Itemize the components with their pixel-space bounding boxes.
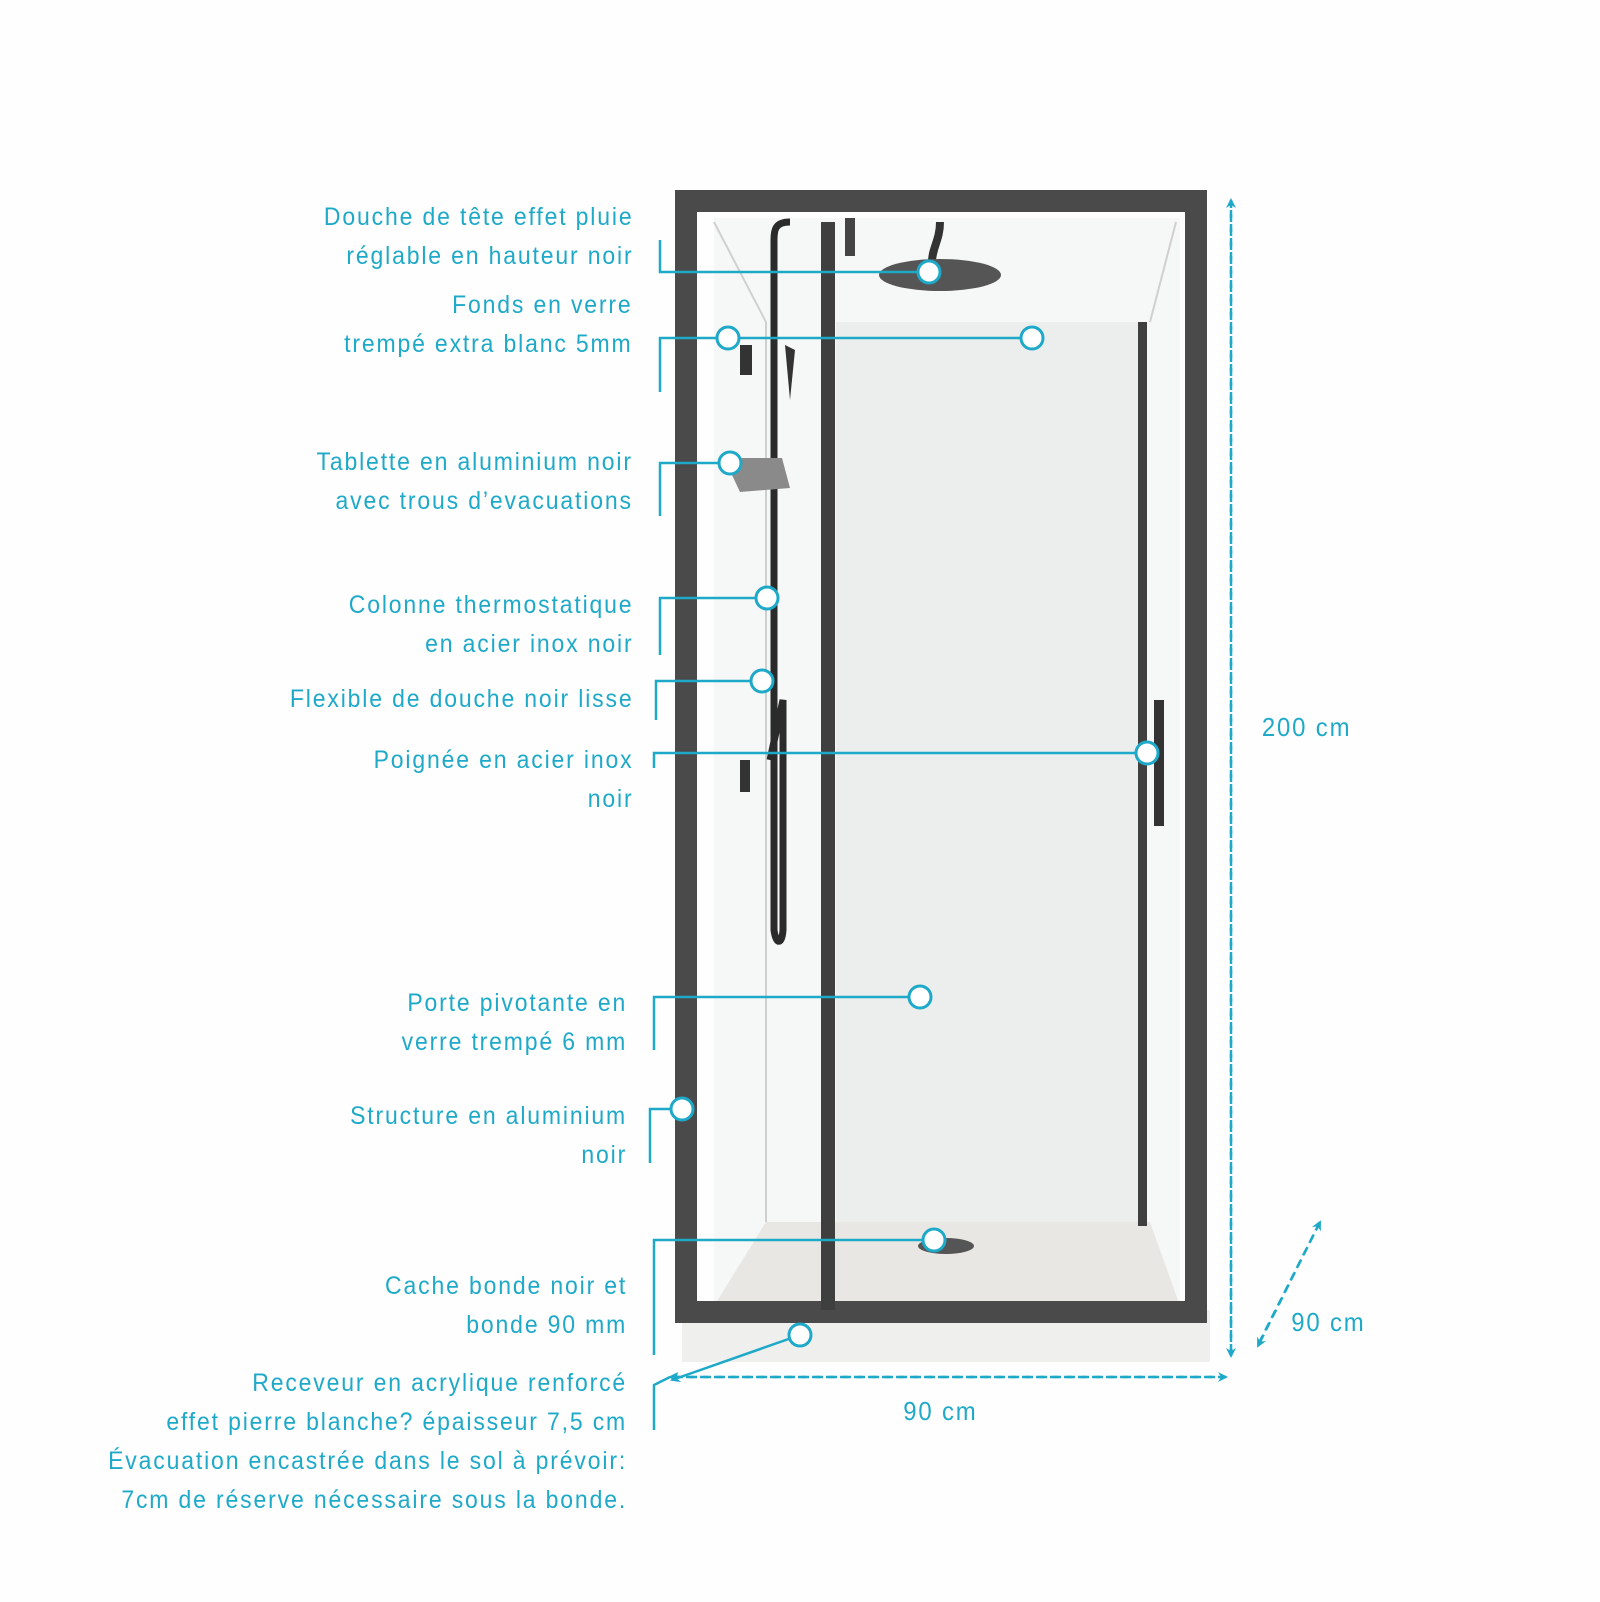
leader-lines: [648, 240, 1147, 1430]
label-line: Flexible de douche noir lisse: [289, 685, 633, 713]
label-line: réglable en hauteur noir: [345, 242, 633, 270]
label-line: Structure en aluminium: [350, 1102, 627, 1130]
depth-dimension: 90 cm: [1291, 1307, 1366, 1337]
label-line: avec trous d’evacuations: [335, 487, 633, 515]
label-pivot-door: Porte pivotante en verre trempé 6 mm: [401, 984, 627, 1062]
label-line: Fonds en verre: [452, 291, 633, 319]
shower-column: [766, 218, 791, 945]
label-glass-panels: Fonds en verre trempé extra blanc 5mm: [345, 286, 633, 364]
tray-floor: [714, 1222, 1180, 1306]
label-rain-shower-head: Douche de tête effet pluie réglable en ha…: [323, 198, 633, 276]
dimension-arrows: [668, 198, 1322, 1382]
label-line: Receveur en acrylique renforcé: [252, 1369, 627, 1397]
label-line: bonde 90 mm: [466, 1311, 627, 1339]
height-dimension: 200 cm: [1261, 712, 1352, 742]
shower-cabin: [675, 190, 1210, 1362]
hand-shower: [785, 345, 795, 400]
door-profile: [821, 222, 835, 1310]
label-line: Poignée en acier inox: [373, 746, 633, 774]
aluminium-frame: [675, 190, 1207, 1323]
label-line: noir: [587, 785, 633, 813]
label-line: Porte pivotante en: [407, 989, 627, 1017]
label-shower-tray: Receveur en acrylique renforcé effet pier…: [108, 1364, 627, 1520]
label-handle: Poignée en acier inox noir: [373, 741, 633, 819]
label-line: Cache bonde noir et: [384, 1272, 627, 1300]
label-line: en acier inox noir: [424, 630, 633, 658]
width-dimension: 90 cm: [903, 1396, 978, 1426]
label-line: Évacuation encastrée dans le sol à prévo…: [108, 1447, 627, 1475]
label-line: Douche de tête effet pluie: [323, 203, 633, 231]
label-line: noir: [581, 1141, 627, 1169]
label-drain-cover: Cache bonde noir et bonde 90 mm: [385, 1267, 627, 1345]
label-line: verre trempé 6 mm: [401, 1028, 627, 1056]
label-line: trempé extra blanc 5mm: [344, 330, 633, 358]
shower-arm: [928, 221, 944, 263]
label-line: Tablette en aluminium noir: [316, 448, 633, 476]
callout-dots: [669, 259, 1160, 1348]
label-structure: Structure en aluminium noir: [350, 1097, 627, 1175]
label-line: Colonne thermostatique: [348, 591, 633, 619]
label-line: effet pierre blanche? épaisseur 7,5 cm: [166, 1408, 627, 1436]
label-line: 7cm de réserve nécessaire sous la bonde.: [121, 1486, 627, 1514]
label-shower-hose: Flexible de douche noir lisse: [289, 680, 633, 719]
label-shelf: Tablette en aluminium noir avec trous d’e…: [317, 443, 633, 521]
label-thermostatic-column: Colonne thermostatique en acier inox noir: [348, 586, 633, 664]
door-handle: [1154, 700, 1164, 826]
depth-arrow: [1257, 1220, 1322, 1344]
